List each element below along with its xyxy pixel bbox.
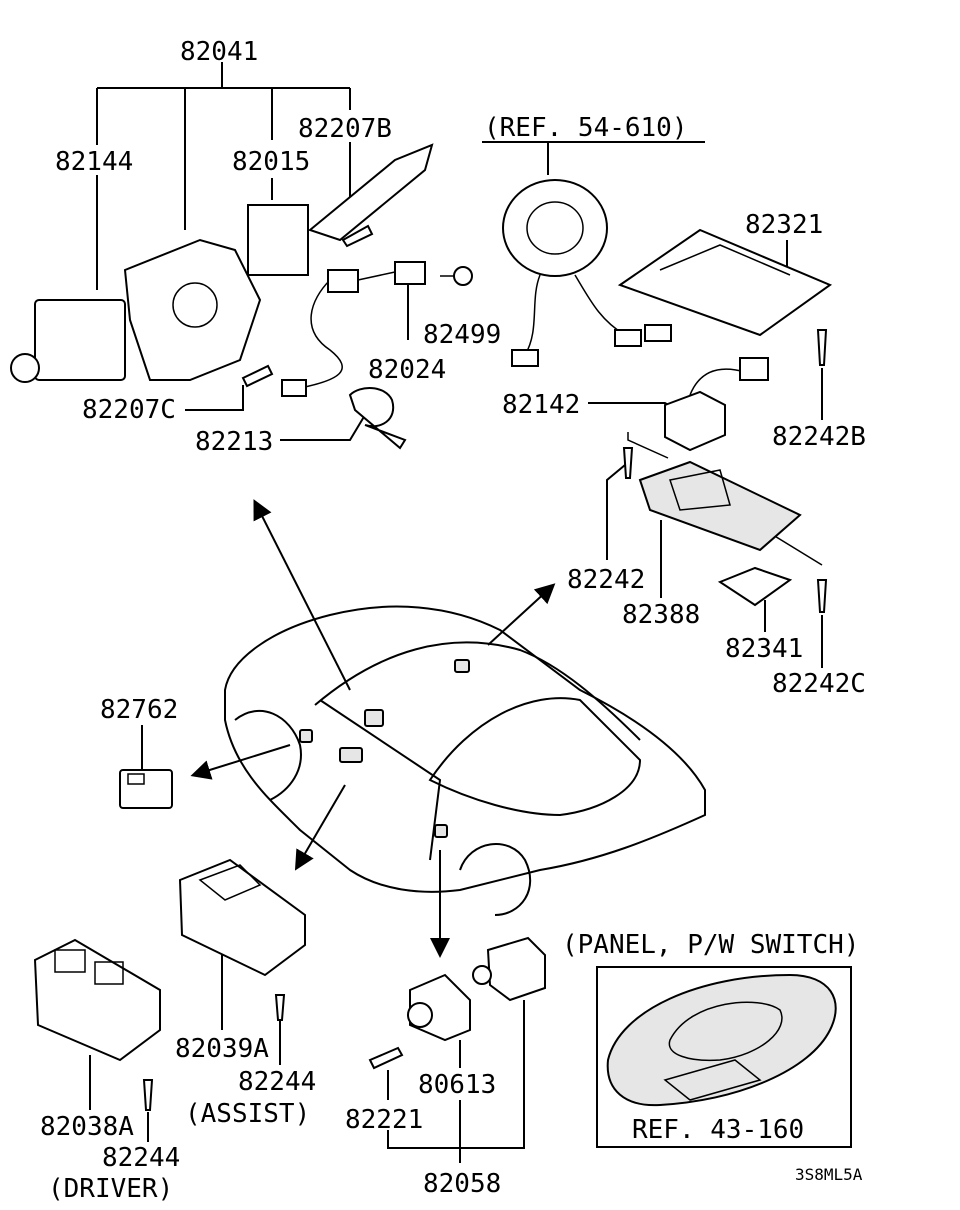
label-82058: 82058 <box>423 1169 501 1199</box>
switch-lever <box>307 143 434 242</box>
mirror-switch-82762 <box>119 769 173 809</box>
combination-switch-parts <box>10 143 473 450</box>
relay-connector <box>739 357 769 381</box>
label-82015: 82015 <box>232 147 310 177</box>
label-82207c: 82207C <box>82 395 176 425</box>
column-switch-location-marker <box>364 709 384 727</box>
label-82762: 82762 <box>100 695 178 725</box>
roof-parts <box>617 228 833 613</box>
label-82242: 82242 <box>567 565 645 595</box>
harness-connector-a <box>327 269 359 293</box>
clock-spring <box>502 179 608 277</box>
label-82024: 82024 <box>368 355 446 385</box>
switch-location-marker <box>339 747 363 763</box>
ignition-switch <box>34 299 126 381</box>
label-82244-driver: 82244 <box>102 1143 180 1173</box>
label-82213: 82213 <box>195 427 273 457</box>
harness-connector-b <box>394 261 426 285</box>
label-assist: (ASSIST) <box>185 1099 310 1129</box>
dome-light-location-marker <box>454 659 470 673</box>
location-arrows <box>190 499 556 958</box>
cable-band <box>348 387 407 450</box>
label-driver: (DRIVER) <box>48 1174 173 1204</box>
lens-82341 <box>717 566 793 607</box>
bracket-82321 <box>617 228 833 337</box>
pw-switch-assist <box>178 858 306 977</box>
pw-switch-driver <box>33 938 161 1062</box>
screw-82242b <box>816 329 828 366</box>
part-labels: 82041 82144 82015 82207B 82207C 82024 82… <box>40 37 866 1204</box>
label-82341: 82341 <box>725 634 803 664</box>
panel-inset <box>596 966 852 1148</box>
screw-82207b <box>341 224 374 248</box>
screw-82207c <box>241 364 274 388</box>
screw-82221 <box>368 1046 404 1070</box>
label-82207b: 82207B <box>298 114 392 144</box>
pw-switch-panel <box>606 973 837 1107</box>
clock-spring-parts <box>502 179 672 367</box>
label-82242c: 82242C <box>772 669 866 699</box>
label-80613: 80613 <box>418 1070 496 1100</box>
label-82041: 82041 <box>180 37 258 67</box>
bolt-82499 <box>453 266 473 286</box>
label-82221: 82221 <box>345 1105 423 1135</box>
label-82242b: 82242B <box>772 422 866 452</box>
label-panel-pw-switch: (PANEL, P/W SWITCH) <box>562 930 859 960</box>
label-82039a: 82039A <box>175 1034 269 1064</box>
wiper-switch-block <box>247 204 309 276</box>
label-82388: 82388 <box>622 600 700 630</box>
screw-82242c <box>816 579 828 613</box>
relay-82142 <box>664 390 726 452</box>
label-82142: 82142 <box>502 390 580 420</box>
screw-82242 <box>622 447 634 479</box>
label-82144: 82144 <box>55 147 133 177</box>
screw-82244-assist <box>274 994 286 1021</box>
clock-spring-connector-b <box>614 329 642 347</box>
car-body <box>224 605 706 916</box>
label-82321: 82321 <box>745 210 823 240</box>
label-82499: 82499 <box>423 320 501 350</box>
switch-parts <box>33 769 546 1111</box>
label-drawing-code: 3S8ML5A <box>795 1165 863 1184</box>
label-ref-54-610: (REF. 54-610) <box>484 113 688 143</box>
clock-spring-connector-c <box>644 324 672 342</box>
harness-connector-c <box>281 379 307 397</box>
label-82038a: 82038A <box>40 1112 134 1142</box>
mirror-switch-location-marker <box>299 729 313 743</box>
leader-lines <box>89 62 823 1163</box>
label-ref-43-160: REF. 43-160 <box>632 1115 804 1145</box>
label-82244-assist: 82244 <box>238 1067 316 1097</box>
key-cylinder <box>10 353 40 383</box>
column-switch-body <box>123 238 262 381</box>
door-switch-82058 <box>486 936 546 1002</box>
clock-spring-connector-a <box>511 349 539 367</box>
door-switch-location-marker <box>434 824 448 838</box>
screw-82244-driver <box>142 1079 154 1111</box>
panel-frame <box>596 966 852 1148</box>
